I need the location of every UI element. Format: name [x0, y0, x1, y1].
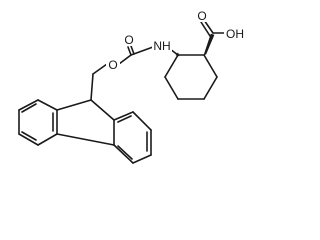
fluorene-left-ring — [18, 99, 58, 146]
cyclohexane-ring — [164, 54, 218, 100]
fluorene-right-ring — [113, 111, 152, 164]
acid-hydroxyl-label: OH — [226, 27, 244, 41]
atom-labels: O O NH O OH — [106, 8, 246, 72]
carbonyl-oxygen-label: O — [124, 33, 133, 47]
carboxylic-acid-group — [200, 19, 227, 56]
fluorene-five-ring — [56, 99, 115, 146]
ester-oxygen-label: O — [108, 58, 117, 72]
acid-oxygen-label: O — [197, 9, 206, 23]
molecule-structure: O O NH O OH — [18, 8, 246, 164]
fmoc-linker — [90, 63, 108, 101]
amide-nh-label: NH — [153, 39, 170, 53]
carbamate-group — [118, 45, 154, 65]
